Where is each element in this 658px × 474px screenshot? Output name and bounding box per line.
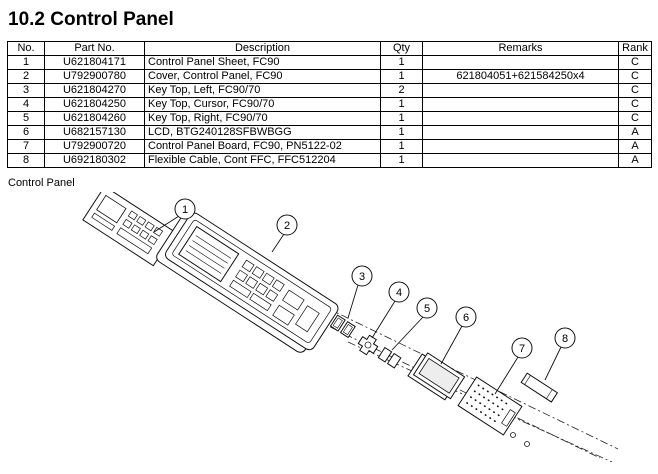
exploded-view-diagram: 1 2 3 4 5 6 7 <box>82 192 619 462</box>
cell-description: Key Top, Right, FC90/70 <box>144 111 381 126</box>
cell-part-no: U621804250 <box>44 97 145 112</box>
cell-remarks <box>422 125 619 140</box>
cell-part-no: U792900720 <box>44 139 145 154</box>
cell-rank: A <box>618 125 652 140</box>
diagram-caption: Control Panel <box>8 177 75 189</box>
cell-rank: C <box>618 55 652 70</box>
col-header-remarks: Remarks <box>422 41 619 56</box>
cell-rank: A <box>618 139 652 154</box>
cell-remarks <box>422 55 619 70</box>
cell-description: Flexible Cable, Cont FFC, FFC512204 <box>144 153 381 168</box>
col-header-no: No. <box>7 41 45 56</box>
part-8-flexible-cable <box>520 372 559 403</box>
cell-no: 3 <box>7 83 45 98</box>
cell-remarks <box>422 139 619 154</box>
callout-8: 8 <box>554 327 576 349</box>
callout-5: 5 <box>416 297 438 319</box>
cell-no: 6 <box>7 125 45 140</box>
parts-table: No. Part No. Description Qty Remarks Ran… <box>7 41 652 168</box>
cell-description: Key Top, Cursor, FC90/70 <box>144 97 381 112</box>
cell-qty: 1 <box>380 55 423 70</box>
table-row: 5 U621804260 Key Top, Right, FC90/70 1 C <box>7 111 652 126</box>
cell-qty: 1 <box>380 125 423 140</box>
cell-qty: 1 <box>380 139 423 154</box>
cell-description: Control Panel Sheet, FC90 <box>144 55 381 70</box>
callout-number: 1 <box>182 204 188 216</box>
cell-rank: A <box>618 153 652 168</box>
callout-number: 6 <box>463 312 469 324</box>
cell-remarks <box>422 83 619 98</box>
table-row: 7 U792900720 Control Panel Board, FC90, … <box>7 139 652 154</box>
callout-7: 7 <box>511 337 533 359</box>
table-row: 6 U682157130 LCD, BTG240128SFBWBGG 1 A <box>7 125 652 140</box>
cell-remarks <box>422 153 619 168</box>
cell-no: 5 <box>7 111 45 126</box>
cell-rank: C <box>618 69 652 84</box>
cell-no: 4 <box>7 97 45 112</box>
table-row: 8 U692180302 Flexible Cable, Cont FFC, F… <box>7 153 652 168</box>
screw-fasteners <box>510 432 530 447</box>
cell-rank: C <box>618 83 652 98</box>
cell-rank: C <box>618 97 652 112</box>
cell-part-no: U792900780 <box>44 69 145 84</box>
callout-3: 3 <box>351 265 373 287</box>
callout-number: 7 <box>519 343 525 355</box>
col-header-part-no: Part No. <box>44 41 145 56</box>
cell-part-no: U621804171 <box>44 55 145 70</box>
cell-part-no: U621804270 <box>44 83 145 98</box>
part-1-control-panel-sheet <box>82 192 176 267</box>
cell-part-no: U682157130 <box>44 125 145 140</box>
cell-no: 2 <box>7 69 45 84</box>
col-header-description: Description <box>144 41 381 56</box>
part-6-lcd <box>407 352 466 401</box>
callout-number: 2 <box>284 220 290 232</box>
section-title: 10.2 Control Panel <box>8 9 174 30</box>
table-header-row: No. Part No. Description Qty Remarks Ran… <box>7 41 652 56</box>
cell-qty: 1 <box>380 97 423 112</box>
col-header-qty: Qty <box>380 41 423 56</box>
cell-part-no: U621804260 <box>44 111 145 126</box>
callout-6: 6 <box>455 306 477 328</box>
table-row: 1 U621804171 Control Panel Sheet, FC90 1… <box>7 55 652 70</box>
callout-number: 4 <box>396 287 402 299</box>
cell-description: LCD, BTG240128SFBWBGG <box>144 125 381 140</box>
table-row: 4 U621804250 Key Top, Cursor, FC90/70 1 … <box>7 97 652 112</box>
part-3-key-top-left <box>329 314 356 339</box>
callout-number: 8 <box>562 333 568 345</box>
part-4-key-top-cursor <box>357 334 379 356</box>
cell-remarks <box>422 97 619 112</box>
part-7-control-panel-board <box>457 376 523 436</box>
cell-qty: 1 <box>380 69 423 84</box>
cell-description: Cover, Control Panel, FC90 <box>144 69 381 84</box>
cell-no: 7 <box>7 139 45 154</box>
cell-qty: 1 <box>380 153 423 168</box>
cell-description: Control Panel Board, FC90, PN5122-02 <box>144 139 381 154</box>
callout-number: 3 <box>359 271 365 283</box>
callout-2: 2 <box>276 214 298 236</box>
cell-remarks <box>422 111 619 126</box>
cell-part-no: U692180302 <box>44 153 145 168</box>
cell-qty: 1 <box>380 111 423 126</box>
callout-1: 1 <box>174 198 196 220</box>
cell-remarks: 621804051+621584250x4 <box>422 69 619 84</box>
callout-leader-lines <box>153 215 562 395</box>
part-2-cover <box>156 212 339 353</box>
cell-rank: C <box>618 111 652 126</box>
cell-description: Key Top, Left, FC90/70 <box>144 83 381 98</box>
col-header-rank: Rank <box>618 41 652 56</box>
callout-4: 4 <box>388 281 410 303</box>
part-5-key-top-right <box>377 346 402 369</box>
cell-qty: 2 <box>380 83 423 98</box>
cell-no: 8 <box>7 153 45 168</box>
table-row: 3 U621804270 Key Top, Left, FC90/70 2 C <box>7 83 652 98</box>
table-row: 2 U792900780 Cover, Control Panel, FC90 … <box>7 69 652 84</box>
cell-no: 1 <box>7 55 45 70</box>
callout-number: 5 <box>424 303 430 315</box>
callouts: 1 2 3 4 5 6 7 <box>174 198 576 359</box>
